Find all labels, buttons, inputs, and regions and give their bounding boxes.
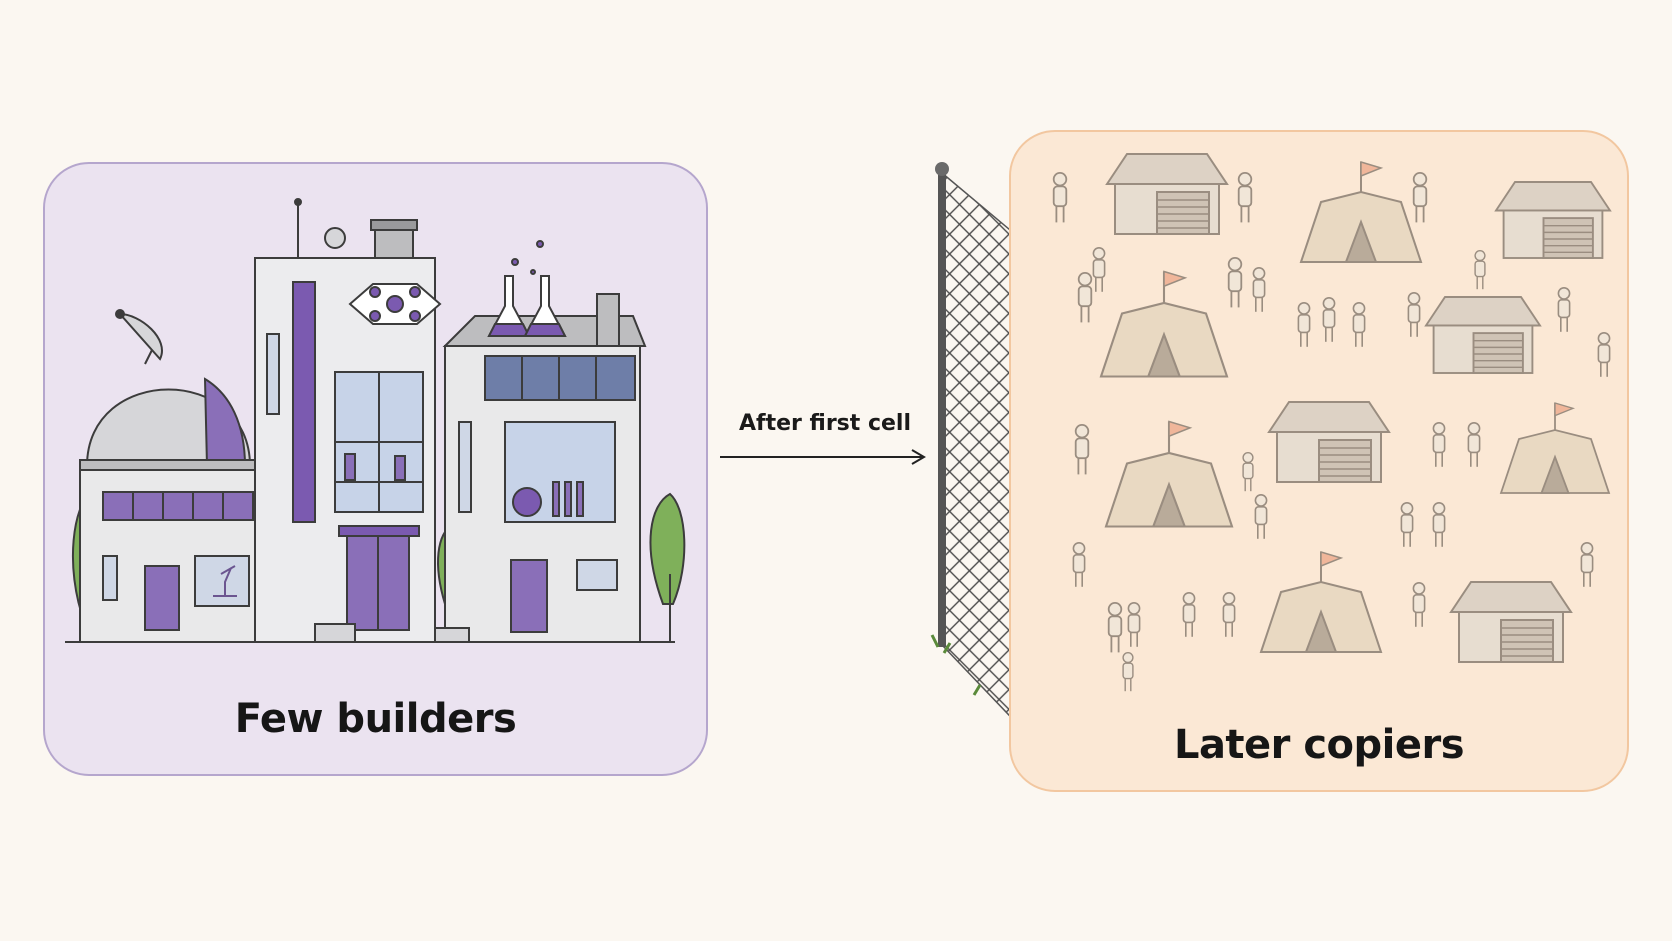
garage-icon xyxy=(1449,581,1573,663)
flag-icon xyxy=(1320,550,1344,568)
person-icon xyxy=(1182,592,1196,637)
arrow-right-icon xyxy=(720,449,926,465)
person-icon xyxy=(1252,267,1266,312)
tent-icon xyxy=(1099,270,1229,378)
person-icon xyxy=(1412,582,1426,627)
tent-icon xyxy=(1499,402,1611,494)
tent-icon xyxy=(1104,420,1234,528)
person-icon xyxy=(1400,502,1414,547)
person-icon xyxy=(1072,542,1086,587)
person-icon xyxy=(1580,542,1594,587)
microscope-window xyxy=(194,555,250,607)
person-icon xyxy=(1407,292,1421,337)
flag-icon xyxy=(1360,160,1384,178)
person-icon xyxy=(1127,602,1141,647)
person-icon xyxy=(1432,422,1446,467)
person-icon xyxy=(1077,272,1093,323)
person-icon xyxy=(1412,172,1428,223)
person-icon xyxy=(1467,422,1481,467)
person-icon xyxy=(1237,172,1253,223)
flag-icon xyxy=(1554,402,1576,417)
copiers-panel: Later copiers xyxy=(1009,130,1629,792)
garage-icon xyxy=(1494,181,1612,259)
flag-icon xyxy=(1168,420,1193,438)
flag-icon xyxy=(1163,270,1188,288)
person-icon xyxy=(1557,287,1571,332)
tall-lab-building xyxy=(254,198,442,643)
person-icon xyxy=(1254,494,1268,539)
person-icon xyxy=(1092,247,1106,292)
planter-icon xyxy=(434,627,470,643)
chemistry-lab-building xyxy=(442,240,647,643)
person-icon xyxy=(1074,424,1090,475)
tree-icon xyxy=(649,492,686,642)
tent-icon xyxy=(1259,550,1383,653)
person-icon xyxy=(1597,332,1611,377)
observatory-building xyxy=(79,309,271,643)
copiers-illustration xyxy=(1052,153,1612,692)
tent-icon xyxy=(1299,160,1423,263)
door-icon xyxy=(144,565,180,631)
person-icon xyxy=(1122,652,1134,692)
person-icon xyxy=(1432,502,1446,547)
garage-icon xyxy=(1105,153,1229,235)
satellite-dish-icon xyxy=(117,312,163,361)
person-icon xyxy=(1222,592,1236,637)
person-icon xyxy=(1352,302,1366,347)
garage-icon xyxy=(1424,296,1542,374)
copiers-label: Later copiers xyxy=(1173,722,1465,768)
builders-label: Few builders xyxy=(234,696,517,742)
sensor-icon xyxy=(324,227,346,249)
planter-icon xyxy=(314,623,356,643)
person-icon xyxy=(1227,257,1243,308)
person-icon xyxy=(1474,250,1486,290)
garage-icon xyxy=(1267,401,1391,483)
person-icon xyxy=(1052,172,1068,223)
door-icon xyxy=(510,559,548,633)
builders-illustration xyxy=(65,198,686,643)
person-icon xyxy=(1322,297,1336,342)
person-icon xyxy=(1242,452,1254,492)
builders-panel: Few builders xyxy=(43,162,708,776)
person-icon xyxy=(1107,602,1123,653)
transition-label: After first cell xyxy=(738,411,911,436)
person-icon xyxy=(1297,302,1311,347)
